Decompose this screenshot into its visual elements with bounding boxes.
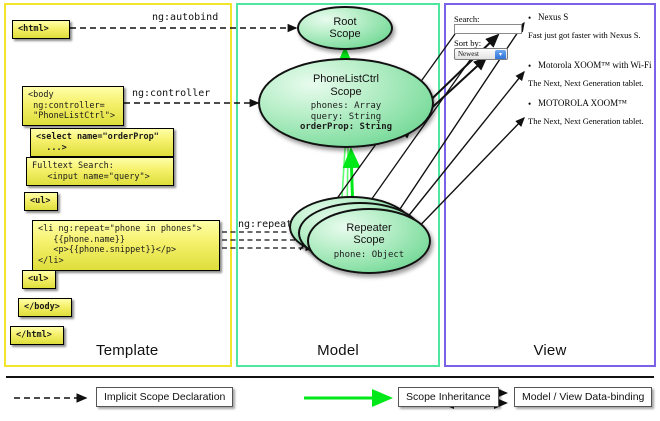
- sort-select-value: Newest: [458, 50, 479, 58]
- body-close-box: </body>: [18, 298, 72, 317]
- column-label-model: Model: [317, 342, 359, 359]
- view-phone-snippet-2: The Next, Next Generation tablet.: [528, 78, 644, 88]
- view-phone-name-3-text: MOTOROLA XOOM™: [538, 98, 627, 108]
- bullet-icon: •: [528, 99, 532, 109]
- fulltext-search-box: Fulltext Search: <input name="query">: [26, 157, 174, 187]
- view-phone-name-1-text: Nexus S: [538, 12, 569, 22]
- legend-divider: [6, 376, 654, 378]
- legend-scope-inheritance: Scope Inheritance: [398, 387, 499, 407]
- repeater-scope-props: phone: Object: [333, 249, 405, 260]
- legend-data-binding: Model / View Data-binding: [514, 387, 653, 407]
- ul-open-box: <ul>: [24, 192, 58, 211]
- phonelistctrl-props-bold: orderProp: String: [299, 122, 393, 133]
- view-phone-name-1: • Nexus S: [528, 12, 569, 23]
- bullet-icon: •: [528, 13, 532, 23]
- view-search-label: Search:: [454, 14, 480, 24]
- ul-close-box: <ul>: [22, 270, 56, 289]
- column-label-template: Template: [96, 342, 159, 359]
- edge-label-ng-controller: ng:controller: [132, 88, 211, 99]
- phonelistctrl-props-plain: phones: Array query: String: [310, 100, 382, 122]
- phonelistctrl-scope: PhoneListCtrl Scope phones: Array query:…: [258, 58, 434, 148]
- bullet-icon: •: [528, 61, 532, 71]
- li-ngrepeat-box: <li ng:repeat="phone in phones"> {{phone…: [32, 220, 220, 271]
- html-close-box: </html>: [10, 326, 64, 345]
- legend-implicit-scope-declaration: Implicit Scope Declaration: [96, 387, 234, 407]
- view-phone-name-3: • MOTOROLA XOOM™: [528, 98, 627, 109]
- edge-label-ng-autobind: ng:autobind: [152, 12, 219, 23]
- view-sort-label: Sort by:: [454, 38, 482, 48]
- view-phone-snippet-1: Fast just got faster with Nexus S.: [528, 30, 641, 40]
- repeater-scope: Repeater Scope phone: Object: [307, 208, 431, 274]
- column-label-view: View: [533, 342, 567, 359]
- arrow-binding-phone-2: [401, 70, 525, 225]
- phonelistctrl-scope-props: phones: Array query: String orderProp: S…: [300, 101, 392, 133]
- root-scope-title: Root Scope: [329, 15, 361, 40]
- chevron-down-icon: ▾: [495, 50, 506, 59]
- search-input[interactable]: [454, 24, 522, 34]
- edge-label-ng-repeat: ng:repeat: [238, 219, 293, 230]
- view-phone-name-2: • Motorola XOOM™ with Wi-Fi: [528, 60, 652, 71]
- view-phone-name-2-text: Motorola XOOM™ with Wi-Fi: [538, 60, 652, 70]
- repeater-scope-title: Repeater Scope: [346, 221, 392, 247]
- phonelistctrl-scope-title: PhoneListCtrl Scope: [312, 73, 380, 98]
- root-scope: Root Scope: [297, 6, 393, 50]
- legend: Implicit Scope Declaration Scope Inherit…: [0, 374, 660, 421]
- arrow-binding-phone-3: [405, 116, 525, 241]
- html-open-box: <html>: [12, 20, 70, 39]
- view-phone-snippet-3: The Next, Next Generation tablet.: [528, 116, 644, 126]
- select-orderprop-box: <select name="orderProp" ...>: [30, 128, 174, 158]
- sort-select[interactable]: Newest ▾: [454, 48, 508, 60]
- body-controller-box: <body ng:controller= "PhoneListCtrl">: [22, 86, 124, 126]
